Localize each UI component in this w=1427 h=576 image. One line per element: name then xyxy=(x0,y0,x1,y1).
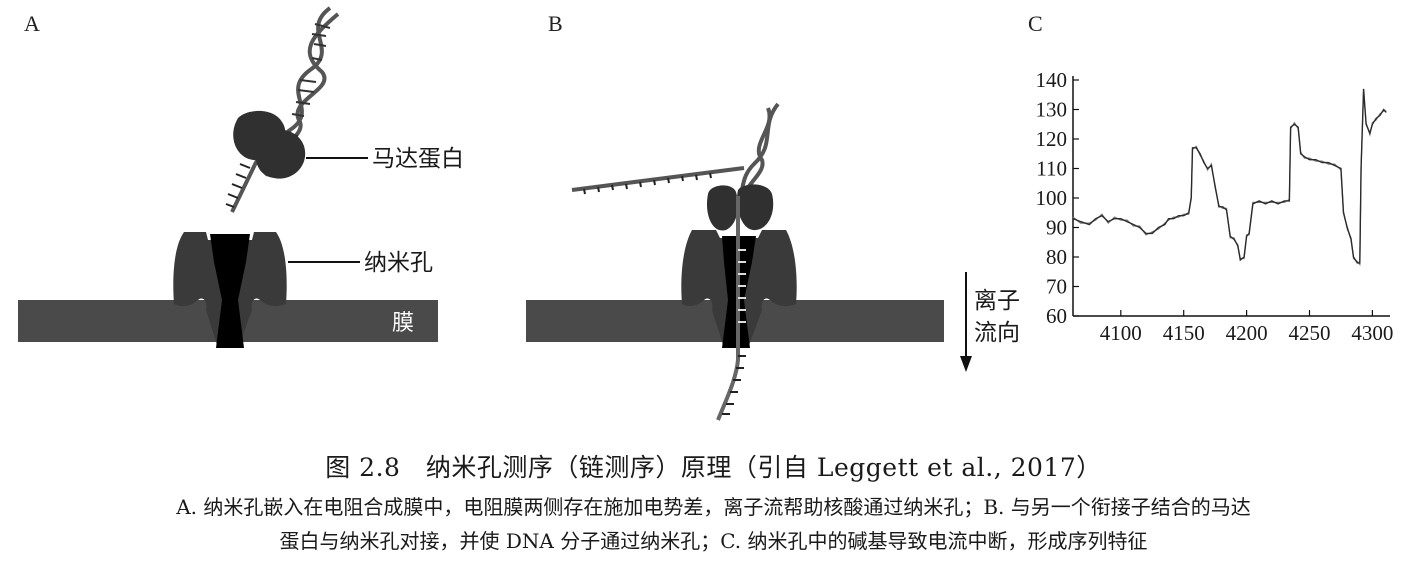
motor-protein-label: 马达蛋白 xyxy=(372,146,464,172)
y-tick-label: 70 xyxy=(1046,275,1067,299)
caption-body-line-2: 蛋白与纳米孔对接，并使 DNA 分子通过纳米孔；C. 纳米孔中的碱基导致电流中断… xyxy=(279,529,1148,553)
nanopore-a xyxy=(173,232,287,348)
y-tick-label: 100 xyxy=(1036,186,1068,210)
panel-c: C 60 70 80 90 100 110 120 130 140 4100 4150 4200 425… xyxy=(1028,11,1393,345)
dna-helix-b xyxy=(738,102,780,197)
panel-c-letter: C xyxy=(1028,11,1043,36)
caption-title: 图 2.8 纳米孔测序（链测序）原理（引自 Leggett et al., 20… xyxy=(325,453,1102,482)
series-line-raw xyxy=(1072,90,1387,267)
y-tick-label: 80 xyxy=(1046,245,1067,269)
membrane-label: 膜 xyxy=(392,311,414,336)
y-tick-label: 130 xyxy=(1036,98,1068,122)
panel-a-letter: A xyxy=(24,11,40,36)
ion-flow-label-2: 流向 xyxy=(974,320,1020,346)
x-tick-label: 4300 xyxy=(1351,321,1393,345)
y-tick-label: 90 xyxy=(1046,216,1067,240)
x-tick-label: 4150 xyxy=(1163,321,1205,345)
ion-flow-arrow xyxy=(960,272,972,372)
y-tick-label: 120 xyxy=(1036,127,1068,151)
caption-body: A. 纳米孔嵌入在电阻合成膜中，电阻膜两侧存在施加电势差，离子流帮助核酸通过纳米… xyxy=(0,490,1427,558)
dna-single-strand-b xyxy=(716,196,746,421)
series-line xyxy=(1072,88,1387,264)
panel-a: A 马达蛋 xyxy=(18,6,464,348)
figure-caption: 图 2.8 纳米孔测序（链测序）原理（引自 Leggett et al., 20… xyxy=(0,448,1427,558)
ion-flow-label-1: 离子 xyxy=(974,288,1020,314)
y-tick-label: 110 xyxy=(1036,157,1067,181)
y-tick-label: 140 xyxy=(1036,68,1068,92)
y-tick-label: 60 xyxy=(1046,304,1067,328)
x-tick-label: 4200 xyxy=(1226,321,1268,345)
current-trace-chart: 60 70 80 90 100 110 120 130 140 4100 4150 4200 4250 4… xyxy=(1036,68,1394,345)
x-tick-label: 4100 xyxy=(1100,321,1142,345)
adapter-strand xyxy=(571,166,745,195)
motor-protein-a xyxy=(233,110,306,179)
nanopore-label: 纳米孔 xyxy=(364,250,433,276)
panel-b: B xyxy=(526,11,1020,421)
caption-body-line-1: A. 纳米孔嵌入在电阻合成膜中，电阻膜两侧存在施加电势差，离子流帮助核酸通过纳米… xyxy=(176,495,1251,519)
motor-protein-b xyxy=(706,184,774,231)
panel-b-letter: B xyxy=(548,11,563,36)
figure: A 马达蛋 xyxy=(18,6,1393,421)
x-tick-label: 4250 xyxy=(1288,321,1330,345)
